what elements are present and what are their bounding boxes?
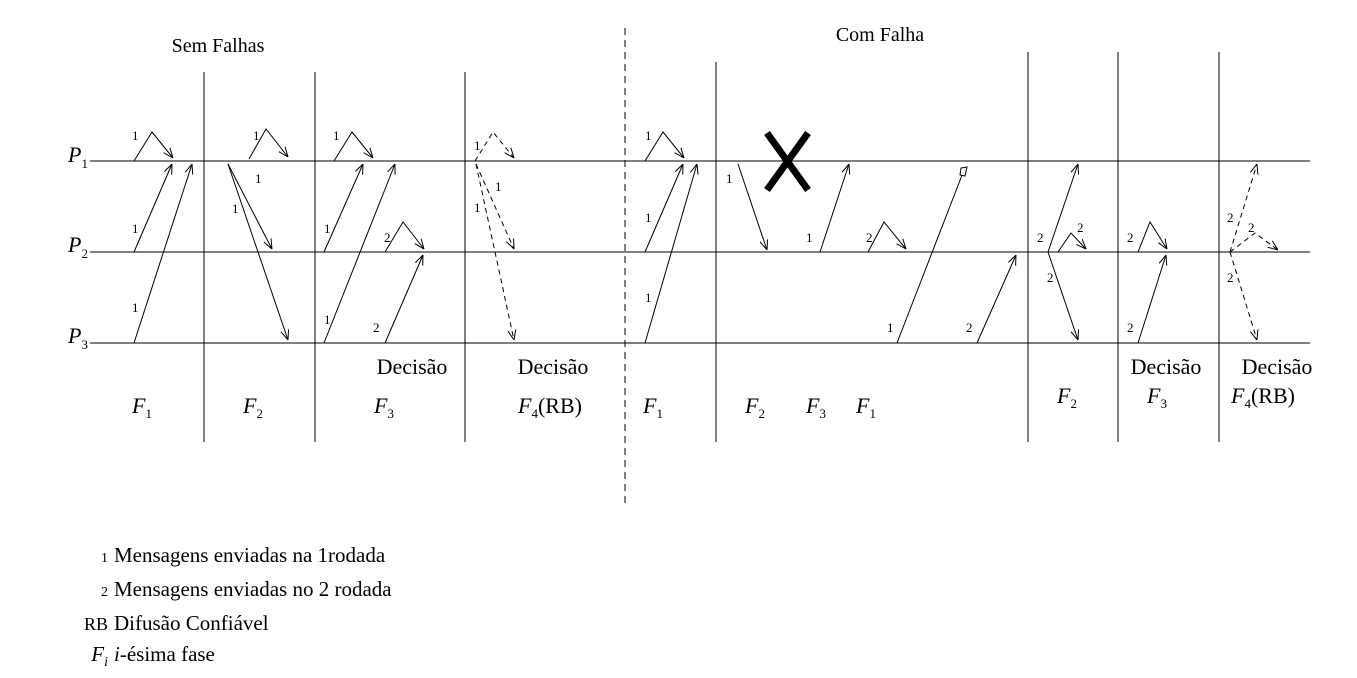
svg-text:1: 1 <box>253 128 260 143</box>
messages-dashed <box>474 131 1278 340</box>
legend-text: Difusão Confiável <box>114 611 269 635</box>
phase-label: F3 <box>805 393 826 421</box>
legend: 1 Mensagens enviadas na 1rodada 2 Mensag… <box>60 540 392 678</box>
title-with-failure: Com Falha <box>836 24 924 46</box>
svg-text:2: 2 <box>1127 320 1134 335</box>
messages-solid <box>133 128 1167 344</box>
decision-labels: Decisão Decisão Decisão Decisão <box>377 354 1313 379</box>
phase-label: F3 <box>1146 383 1167 411</box>
svg-text:2: 2 <box>966 320 973 335</box>
svg-text:1: 1 <box>232 201 239 216</box>
process-label-p3: P3 <box>67 323 88 352</box>
message-origin-marker <box>959 166 968 177</box>
svg-text:2: 2 <box>1047 270 1054 285</box>
svg-text:1: 1 <box>333 128 340 143</box>
decision-left-f4: Decisão <box>518 354 589 379</box>
svg-text:2: 2 <box>1248 220 1255 235</box>
phase-label: F2 <box>744 393 765 421</box>
round-labels: 1 1 1 1 1 1 1 1 1 2 2 1 1 1 1 1 1 1 1 2 … <box>132 128 1255 335</box>
phase-separators <box>203 52 1220 442</box>
svg-text:2: 2 <box>1037 230 1044 245</box>
svg-text:1: 1 <box>474 138 481 153</box>
svg-text:P3: P3 <box>67 323 88 352</box>
phase-label: F4(RB) <box>517 393 582 421</box>
legend-phase: Fi i-ésima fase <box>60 639 392 678</box>
svg-text:P2: P2 <box>67 232 88 261</box>
legend-round1: 1 Mensagens enviadas na 1rodada <box>60 540 392 574</box>
crash-cross-icon <box>764 130 811 193</box>
legend-key: Fi <box>91 642 108 671</box>
legend-key: 2 <box>101 585 108 600</box>
phase-label: F1 <box>131 393 152 421</box>
decision-right-f4: Decisão <box>1242 354 1313 379</box>
svg-text:1: 1 <box>474 200 481 215</box>
svg-text:2: 2 <box>1127 230 1134 245</box>
svg-text:P1: P1 <box>67 142 88 171</box>
phase-label: F1 <box>855 393 876 421</box>
legend-key: RB <box>83 614 108 634</box>
svg-text:1: 1 <box>726 171 733 186</box>
svg-text:1: 1 <box>645 210 652 225</box>
svg-text:2: 2 <box>1077 220 1084 235</box>
svg-text:2: 2 <box>866 230 873 245</box>
phase-label: F3 <box>373 393 394 421</box>
svg-text:1: 1 <box>645 290 652 305</box>
phase-label: F1 <box>642 393 663 421</box>
phase-label: F2 <box>1056 383 1077 411</box>
svg-text:2: 2 <box>1227 270 1234 285</box>
title-no-failure: Sem Falhas <box>172 35 265 57</box>
phase-labels: F1 F2 F3 F4(RB) F1 F2 F3 F1 F2 F3 F4(RB) <box>131 383 1295 421</box>
svg-text:1: 1 <box>324 221 331 236</box>
decision-left-f3: Decisão <box>377 354 448 379</box>
svg-text:1: 1 <box>324 312 331 327</box>
legend-text: Mensagens enviadas na 1rodada <box>114 543 386 567</box>
svg-text:1: 1 <box>645 128 652 143</box>
svg-text:2: 2 <box>384 230 391 245</box>
legend-rb: RB Difusão Confiável <box>60 608 392 639</box>
process-label-p2: P2 <box>67 232 88 261</box>
svg-text:1: 1 <box>255 171 262 186</box>
svg-text:1: 1 <box>132 128 139 143</box>
decision-right-f3: Decisão <box>1131 354 1202 379</box>
svg-text:1: 1 <box>132 300 139 315</box>
phase-label: F2 <box>242 393 263 421</box>
svg-text:2: 2 <box>1227 210 1234 225</box>
phase-label: F4(RB) <box>1230 383 1295 411</box>
svg-text:1: 1 <box>495 179 502 194</box>
svg-text:1: 1 <box>132 221 139 236</box>
legend-key: 1 <box>101 551 108 566</box>
legend-text: i-ésima fase <box>114 642 215 666</box>
legend-round2: 2 Mensagens enviadas no 2 rodada <box>60 574 392 608</box>
svg-text:1: 1 <box>887 320 894 335</box>
svg-text:1: 1 <box>806 230 813 245</box>
svg-text:2: 2 <box>373 320 380 335</box>
process-label-p1: P1 <box>67 142 88 171</box>
process-timelines <box>90 160 1310 344</box>
legend-text: Mensagens enviadas no 2 rodada <box>114 577 392 601</box>
